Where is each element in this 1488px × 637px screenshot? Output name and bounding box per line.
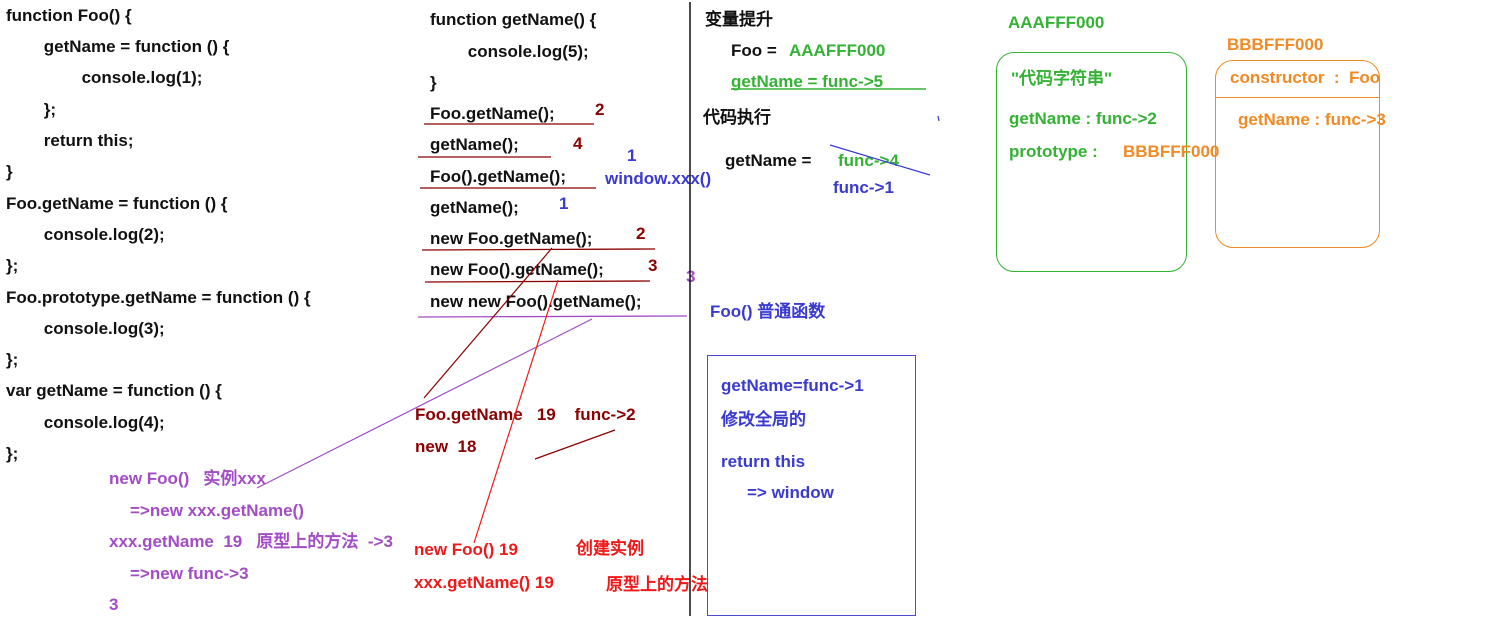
code-line: getName = function () { — [6, 37, 230, 56]
heap-a-prototype-label: prototype : — [1009, 142, 1103, 161]
foo-normal-fn-note: Foo() 普通函数 — [710, 302, 826, 321]
new-precedence: new 18 — [415, 437, 477, 456]
hoisting-foo-label: Foo = — [731, 41, 782, 60]
call-result: 1 — [559, 194, 569, 213]
tick-mark — [937, 115, 940, 122]
heap-b-constructor: constructor : Foo — [1230, 68, 1381, 87]
heap-a-getname: getName : func->2 — [1009, 109, 1157, 128]
exec-title: 代码执行 — [703, 108, 771, 127]
new-xxx-getname-note: =>new xxx.getName() — [130, 501, 304, 520]
heap-a-code-string: "代码字符串" — [1011, 69, 1113, 88]
foo-getname-precedence: Foo.getName 19 func->2 — [415, 405, 636, 424]
strike-through — [829, 144, 931, 176]
heap-a-prototype-value: BBBFFF000 — [1123, 142, 1220, 161]
code-line: Foo.prototype.getName = function () { — [6, 288, 311, 307]
xxx-getname-proto-note: xxx.getName 19 原型上的方法 ->3 — [109, 532, 393, 551]
call-line: Foo().getName(); — [430, 167, 566, 186]
connector — [423, 247, 553, 399]
call-line: new new Foo().getName(); — [430, 292, 642, 311]
new-foo-precedence: new Foo() 19 — [414, 540, 518, 559]
window-box-line: 修改全局的 — [721, 410, 806, 429]
code-line: console.log(2); — [6, 225, 165, 244]
connector — [473, 279, 559, 544]
code-line: function Foo() { — [6, 6, 132, 25]
call-line: new Foo().getName(); — [430, 260, 604, 279]
code-line: console.log(5); — [430, 42, 589, 61]
code-line: } — [6, 162, 13, 181]
heap-b-divider — [1215, 97, 1380, 98]
connector — [256, 318, 593, 489]
call-line: new Foo.getName(); — [430, 229, 593, 248]
hoisting-getname-line: getName = func->5 — [731, 72, 884, 91]
hoisting-title: 变量提升 — [705, 10, 773, 29]
heap-a-box — [996, 52, 1187, 272]
underline — [421, 248, 656, 251]
code-line: return this; — [6, 131, 134, 150]
code-line: console.log(1); — [6, 68, 203, 87]
window-box-line: return this — [721, 452, 806, 471]
code-line: }; — [6, 350, 19, 369]
heap-b-box — [1215, 60, 1380, 248]
call-result: 3 — [648, 256, 658, 275]
hoisting-foo-value: AAAFFF000 — [789, 41, 886, 60]
heap-b-getname: getName : func->3 — [1238, 110, 1386, 129]
call-line: Foo.getName(); — [430, 104, 555, 123]
code-line: }; — [6, 444, 19, 463]
call-line: getName(); — [430, 198, 519, 217]
exec-getname-label: getName = — [725, 151, 817, 170]
call-result: 2 — [636, 224, 646, 243]
code-line: Foo.getName = function () { — [6, 194, 228, 213]
window-xxx-note: window.xxx() — [605, 169, 712, 188]
call-result: 2 — [595, 100, 605, 119]
result-three: 3 — [109, 595, 119, 614]
call-result: 4 — [573, 134, 583, 153]
heap-b-address: BBBFFF000 — [1227, 35, 1324, 54]
heap-a-address: AAAFFF000 — [1008, 13, 1105, 32]
underline — [424, 280, 651, 283]
code-line: }; — [6, 100, 57, 119]
code-line: console.log(4); — [6, 413, 165, 432]
proto-method-note: 原型上的方法 — [606, 575, 708, 594]
underline — [417, 315, 688, 318]
code-line: }; — [6, 256, 19, 275]
new-foo-instance-note: new Foo() 实例xxx — [109, 469, 266, 488]
code-line: } — [430, 73, 437, 92]
new-func-note: =>new func->3 — [130, 564, 249, 583]
window-box-line: getName=func->1 — [721, 376, 864, 395]
exec-func1: func->1 — [833, 178, 894, 197]
call-line: getName(); — [430, 135, 519, 154]
xxx-getname-call-precedence: xxx.getName() 19 — [414, 573, 554, 592]
connector — [534, 429, 616, 460]
code-line: function getName() { — [430, 10, 597, 29]
create-instance-note: 创建实例 — [576, 539, 644, 558]
exec-getname-value: func->4 — [838, 151, 899, 170]
call-result: 1 — [627, 146, 637, 165]
window-box-line: => window — [747, 483, 834, 502]
code-line: console.log(3); — [6, 319, 165, 338]
window-box — [707, 355, 916, 616]
code-line: var getName = function () { — [6, 381, 222, 400]
